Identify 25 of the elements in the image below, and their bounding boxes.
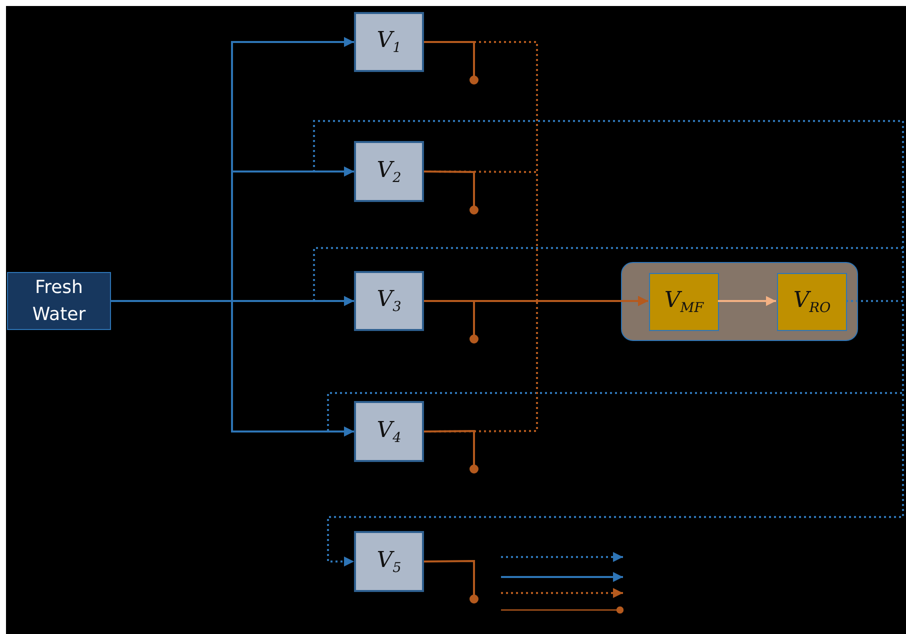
node-label: V$_{5}$ bbox=[376, 548, 402, 576]
tank-box bbox=[354, 401, 424, 462]
node-label: V$_{RO}$ bbox=[793, 288, 831, 316]
tank-box bbox=[354, 531, 424, 592]
discharge-line bbox=[424, 560, 478, 604]
node-label: V$_{3}$ bbox=[376, 287, 402, 315]
arrow bbox=[327, 300, 904, 566]
treatment-box bbox=[777, 273, 847, 331]
node-label: V$_{1}$ bbox=[376, 28, 402, 56]
node-label: Fresh Water bbox=[31, 276, 87, 327]
node-label: V$_{4}$ bbox=[376, 418, 402, 446]
arrow bbox=[313, 247, 904, 306]
discharge-line bbox=[424, 41, 478, 84]
discharge-line bbox=[424, 170, 478, 214]
discharge-line bbox=[424, 300, 478, 344]
node-label: V$_{2}$ bbox=[376, 158, 402, 186]
tank-box bbox=[354, 12, 424, 72]
discharge-line bbox=[424, 430, 478, 474]
tank-box bbox=[354, 271, 424, 331]
source-box bbox=[7, 272, 111, 330]
treatment-box bbox=[649, 273, 719, 331]
arrow bbox=[718, 296, 776, 306]
treatment-group-box bbox=[621, 262, 858, 341]
node-label: V$_{MF}$ bbox=[664, 288, 704, 316]
tank-box bbox=[354, 141, 424, 202]
